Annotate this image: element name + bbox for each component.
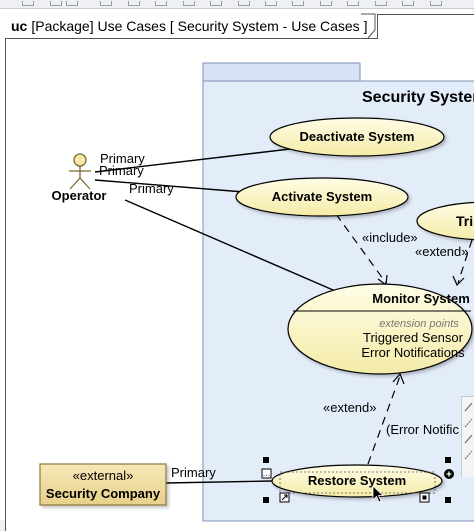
extend-restore-monitor[interactable] bbox=[367, 375, 401, 465]
use-case-deactivate-system[interactable]: Deactivate System bbox=[269, 117, 445, 157]
resize-handle[interactable] bbox=[445, 497, 451, 503]
dependencies bbox=[335, 213, 473, 465]
dashed-line-tool-icon[interactable] bbox=[464, 418, 473, 428]
primary-label-restore: Primary bbox=[171, 465, 216, 480]
toolbar-icon[interactable] bbox=[375, 1, 387, 6]
line-tool-icon[interactable] bbox=[464, 402, 473, 412]
more-options-icon[interactable] bbox=[261, 468, 272, 479]
smart-manipulator: … bbox=[261, 468, 454, 503]
system-name: Security System bbox=[362, 89, 474, 106]
use-case-label: Tri bbox=[456, 213, 473, 229]
toolbar-icon[interactable] bbox=[265, 1, 277, 6]
toolbar-icon[interactable] bbox=[22, 1, 34, 6]
associations bbox=[94, 148, 341, 484]
actor-operator-name: Operator bbox=[52, 188, 107, 203]
frame-title-text: [Package] Use Cases [ Security System - … bbox=[31, 18, 368, 34]
selection-handles bbox=[263, 457, 451, 503]
association-operator-monitor[interactable] bbox=[124, 199, 341, 294]
toolbar-icon[interactable] bbox=[430, 1, 442, 6]
diagram-tool-sidebar[interactable] bbox=[461, 396, 474, 477]
toolbar-icon[interactable] bbox=[238, 1, 250, 6]
extend-label-restore: «extend» bbox=[323, 400, 377, 415]
connector-tool-icon[interactable] bbox=[464, 434, 473, 444]
sidebar-icons bbox=[464, 402, 473, 460]
use-case-label: Deactivate System bbox=[300, 129, 415, 144]
extension-condition: (Error Notific bbox=[386, 422, 459, 437]
toolbar-icon[interactable] bbox=[347, 1, 359, 6]
extend-arrowhead bbox=[452, 275, 465, 287]
extend-trigger-monitor[interactable] bbox=[457, 239, 473, 284]
use-case-trigger[interactable]: Tri bbox=[416, 201, 474, 241]
toolbar-icon[interactable] bbox=[50, 1, 62, 6]
actor-security-company-name: Security Company bbox=[46, 486, 161, 501]
resize-handle[interactable] bbox=[263, 497, 269, 503]
actor-icon bbox=[69, 153, 91, 190]
selection-outline bbox=[279, 471, 436, 494]
left-edge bbox=[0, 520, 5, 531]
toolbar-icon[interactable] bbox=[128, 1, 140, 6]
primary-label-deactivate: Primary bbox=[100, 151, 145, 166]
include-activate-monitor[interactable] bbox=[335, 213, 387, 284]
toolbar-icon[interactable] bbox=[183, 1, 195, 6]
toolbar-icon[interactable] bbox=[320, 1, 332, 6]
actor-security-company[interactable]: «external» Security Company bbox=[39, 463, 167, 506]
extend-arrowhead-2 bbox=[392, 372, 405, 385]
diagram-frame-title: uc[Package] Use Cases [ Security System … bbox=[5, 14, 379, 39]
toolbar-icon[interactable] bbox=[100, 1, 112, 6]
svg-text:…: … bbox=[263, 469, 271, 478]
toolbar-strip bbox=[0, 0, 474, 9]
primary-label-activate: Primary bbox=[99, 163, 144, 178]
use-case-activate-system[interactable]: Activate System bbox=[235, 177, 409, 217]
frame-keyword: uc bbox=[11, 18, 28, 34]
resize-handle[interactable] bbox=[263, 457, 269, 463]
association-operator-activate[interactable] bbox=[94, 179, 245, 193]
association-company-restore[interactable] bbox=[165, 480, 273, 484]
toolbar-icon[interactable] bbox=[66, 1, 78, 6]
extension-point: Error Notifications bbox=[361, 345, 465, 360]
primary-label-monitor: Primary bbox=[129, 181, 174, 196]
extension-point: Triggered Sensor bbox=[363, 330, 464, 345]
extend-label-trigger: «extend» bbox=[415, 244, 469, 259]
mouse-cursor-icon bbox=[372, 485, 385, 503]
external-stereotype: «external» bbox=[73, 468, 134, 483]
dependency-tool-icon[interactable] bbox=[464, 450, 473, 460]
toolbar-icon[interactable] bbox=[210, 1, 222, 6]
use-case-label: Monitor System bbox=[372, 291, 470, 306]
use-case-monitor-system[interactable]: Monitor System extension points Triggere… bbox=[287, 283, 473, 375]
toolbar-icon[interactable] bbox=[402, 1, 414, 6]
use-case-label: Activate System bbox=[272, 189, 372, 204]
association-operator-deactivate[interactable] bbox=[94, 148, 291, 173]
include-label: «include» bbox=[362, 230, 418, 245]
use-case-label: Restore System bbox=[308, 473, 406, 488]
toolbar-icon[interactable] bbox=[292, 1, 304, 6]
resize-handle[interactable] bbox=[445, 457, 451, 463]
actor-operator[interactable]: Operator bbox=[52, 153, 107, 203]
toolbar-icon[interactable] bbox=[155, 1, 167, 6]
system-boundary-tab bbox=[202, 62, 361, 82]
extension-points-header: extension points bbox=[379, 318, 459, 330]
use-case-restore-system[interactable]: Restore System bbox=[271, 464, 443, 498]
frame-corner bbox=[361, 13, 376, 39]
